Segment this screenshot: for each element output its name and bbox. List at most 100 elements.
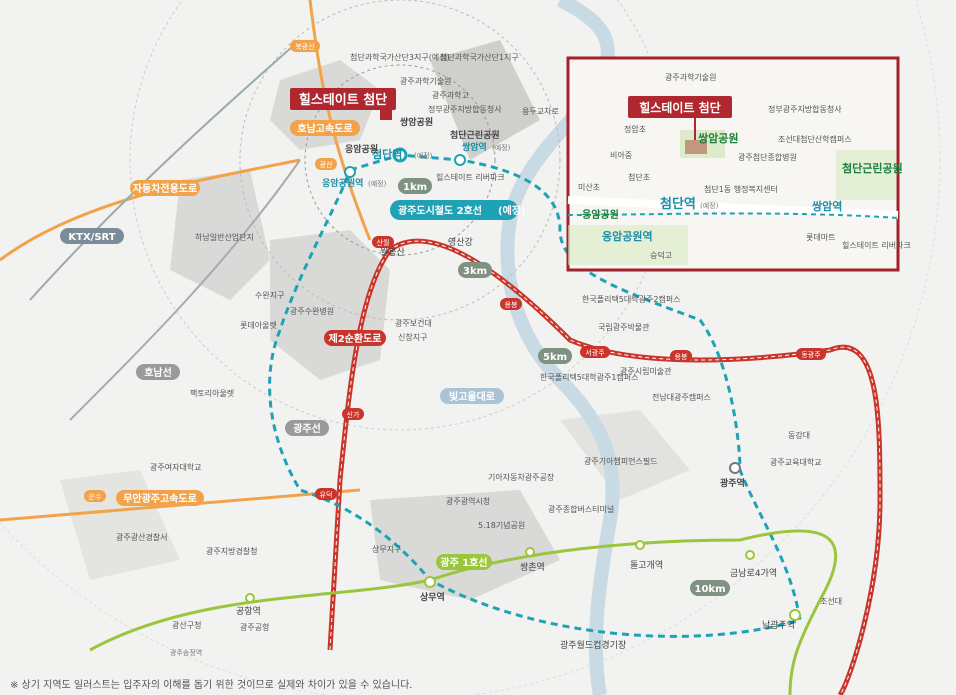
svg-text:광주종합버스터미널: 광주종합버스터미널	[548, 504, 614, 514]
cheomdan-park-label: 첨단근린공원	[450, 129, 500, 141]
ktx-line	[29, 39, 301, 301]
station-sangmu-label: 상무역	[420, 591, 445, 603]
svg-text:용봉: 용봉	[675, 353, 688, 361]
svg-text:첨단과학국가산단3지구(예정): 첨단과학국가산단3지구(예정)	[350, 52, 450, 62]
svg-text:광주시립미술관: 광주시립미술관	[620, 366, 672, 376]
svg-text:하남일반산업단지: 하남일반산업단지	[195, 232, 254, 242]
svg-text:첨단초: 첨단초	[628, 172, 650, 182]
svg-text:(예정): (예정)	[700, 201, 719, 210]
station-cheomdan-suffix: (예정)	[414, 151, 433, 160]
svg-text:쌍암역: 쌍암역	[812, 199, 842, 213]
svg-text:정암초: 정암초	[624, 124, 646, 134]
station-eungam-label: 응암공원역	[322, 177, 363, 189]
svg-text:광주기아챔피언스필드: 광주기아챔피언스필드	[584, 456, 658, 466]
svg-text:용봉: 용봉	[505, 301, 518, 309]
svg-text:국립광주박물관: 국립광주박물관	[598, 322, 650, 332]
svg-text:상무지구: 상무지구	[372, 544, 401, 554]
svg-text:산월: 산월	[377, 238, 390, 247]
svg-text:힐스테이트 리버파크: 힐스테이트 리버파크	[842, 240, 911, 250]
station-dolgogae-label: 돌고개역	[630, 560, 663, 571]
svg-text:첨단1동 행정복지센터: 첨단1동 행정복지센터	[704, 184, 778, 194]
svg-text:미산초: 미산초	[578, 182, 600, 192]
svg-text:동광주: 동광주	[801, 351, 821, 359]
ktx-label: KTX/SRT	[68, 232, 115, 243]
svg-text:광주수완병원: 광주수완병원	[290, 306, 334, 316]
honam-expressway-label: 호남고속도로	[297, 122, 352, 135]
disclaimer: ※ 상기 지역도 일러스트는 입주자의 이해를 돕기 위한 것이므로 실제와 차…	[10, 678, 412, 691]
svg-text:광주지방경찰청: 광주지방경찰청	[206, 546, 258, 556]
station-gwangju-label: 광주역	[720, 477, 745, 489]
ring2-label: 제2순환도로	[329, 332, 382, 345]
road-labels: 자동차전용도로 호남고속도로 KTX/SRT 호남선 제2순환도로 무안광주고속…	[60, 120, 504, 506]
radius-3km	[239, 0, 561, 321]
station-geumnam-dot	[745, 550, 755, 560]
interchanges: 북광산 광산 산월 용봉 동광주 서광주 용봉 신가 유덕 운수	[84, 40, 826, 502]
svg-text:5.18기념공원: 5.18기념공원	[478, 521, 525, 530]
metro2-suffix: (예정)	[498, 204, 526, 217]
svg-text:쌍암공원: 쌍암공원	[698, 131, 738, 145]
svg-text:한국폴리텍5대학광주2캠퍼스: 한국폴리텍5대학광주2캠퍼스	[582, 294, 681, 304]
radius-1km	[304, 64, 496, 256]
station-songjeong-label: 광주송정역	[170, 648, 202, 657]
svg-text:월봉산: 월봉산	[380, 246, 405, 258]
svg-text:운수: 운수	[89, 493, 102, 501]
svg-text:정부광주지방합동청사: 정부광주지방합동청사	[428, 104, 502, 114]
station-eungam-dot	[344, 166, 356, 178]
svg-text:광주공항: 광주공항	[240, 622, 270, 632]
svg-text:수완지구: 수완지구	[255, 291, 284, 300]
svg-text:광주광역시청: 광주광역시청	[446, 496, 490, 506]
svg-text:광주과학기술원: 광주과학기술원	[400, 76, 452, 86]
svg-text:광산구청: 광산구청	[172, 620, 201, 630]
svg-text:롯데마트: 롯데마트	[806, 233, 835, 242]
station-ssangam-label: 쌍암역	[462, 141, 487, 153]
honam-expressway-road	[308, 0, 372, 241]
svg-text:광산: 광산	[320, 160, 333, 169]
svg-text:팩토리아울렛: 팩토리아울렛	[190, 388, 234, 398]
svg-text:광주월드컵경기장: 광주월드컵경기장	[560, 639, 626, 651]
svg-text:북광산: 북광산	[295, 42, 315, 51]
svg-text:응암공원역: 응암공원역	[602, 229, 653, 243]
muan-label: 무안광주고속도로	[123, 492, 197, 505]
gwangju-line-label: 광주선	[293, 422, 321, 435]
svg-text:롯데아울렛: 롯데아울렛	[240, 320, 277, 330]
bitgoeul-label: 빛고을대로	[449, 390, 495, 403]
site-title: 힐스테이트 첨단	[299, 92, 387, 108]
svg-text:조선대: 조선대	[820, 597, 842, 606]
eungam-park-label: 응암공원	[345, 143, 378, 155]
distance-labels: 1km 3km 5km 10km	[398, 178, 730, 596]
metro2-label: 광주도시철도 2호선	[398, 204, 482, 217]
svg-text:신가: 신가	[347, 410, 360, 419]
distance-3km: 3km	[463, 266, 487, 277]
distance-1km: 1km	[403, 182, 427, 193]
svg-text:광주여자대학교: 광주여자대학교	[150, 462, 202, 472]
station-dolgogae-dot	[635, 540, 645, 550]
svg-text:힐스테이트 리버파크: 힐스테이트 리버파크	[436, 172, 505, 182]
station-geumnam-label: 금남로4가역	[730, 568, 777, 579]
svg-text:한국폴리텍5대학광주1캠퍼스: 한국폴리텍5대학광주1캠퍼스	[540, 372, 639, 382]
station-cheomdan-label: 첨단역	[372, 147, 402, 161]
svg-text:첨단과학국가산단1지구: 첨단과학국가산단1지구	[440, 52, 519, 62]
metro1-line	[89, 529, 838, 695]
ssangam-park-label: 쌍암공원	[400, 116, 433, 128]
metro1-label: 광주 1호선	[440, 556, 487, 569]
station-cheomdan-dot	[392, 147, 408, 163]
svg-text:승덕고: 승덕고	[650, 250, 672, 260]
svg-text:신창지구: 신창지구	[398, 333, 427, 342]
station-namgwangju-label: 남광주역	[762, 619, 795, 631]
svg-text:비아중: 비아중	[610, 150, 632, 160]
distance-5km: 5km	[543, 352, 567, 363]
svg-text:광주첨단종합병원: 광주첨단종합병원	[738, 152, 797, 162]
svg-text:광주교육대학교: 광주교육대학교	[770, 457, 822, 467]
distance-10km: 10km	[695, 584, 726, 595]
station-gwangju-dot	[729, 462, 741, 474]
inset-map: 힐스테이트 첨단 광주과학기술원 정암초 비아중 미산초 첨단초 쌍암공원 광주…	[566, 56, 911, 272]
svg-text:조선대첨단산학캠퍼스: 조선대첨단산학캠퍼스	[778, 134, 852, 144]
svg-text:첨단역: 첨단역	[660, 196, 696, 212]
svg-text:광주과학기술원: 광주과학기술원	[665, 72, 717, 82]
honam-line-label: 호남선	[144, 366, 172, 379]
inset-title: 힐스테이트 첨단	[639, 100, 720, 115]
honam-line	[69, 159, 301, 421]
svg-text:응암공원: 응암공원	[582, 208, 619, 221]
svg-text:영산강: 영산강	[448, 237, 473, 248]
